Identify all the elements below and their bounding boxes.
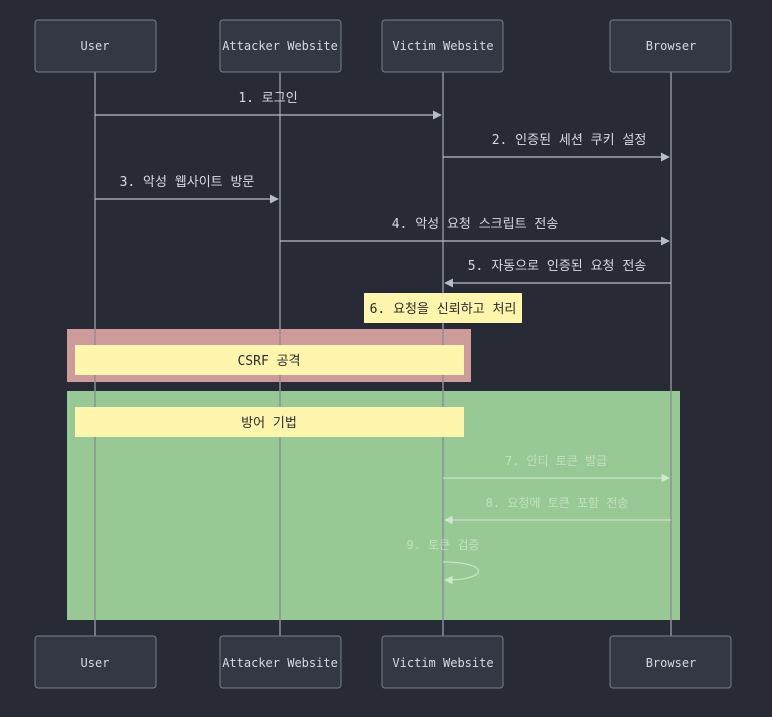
message-1-label: 1. 로그인 [238,91,297,106]
actor-victim-bottom: Victim Website [381,635,504,689]
actor-victim-label-bottom: Victim Website [392,656,493,670]
message-5-label: 5. 자동으로 인증된 요청 전송 [468,259,647,274]
actor-user-top: User [34,19,157,73]
process-note-box [364,293,522,323]
defense-note: 방어 기법 [241,416,297,431]
actor-browser-top: Browser [609,19,732,73]
actor-user-label: User [81,39,110,53]
message-3-label: 3. 악성 웹사이트 방문 [120,175,255,190]
defense-message-8-label: 8. 요청에 토큰 포함 전송 [486,496,629,510]
actor-browser-label: Browser [646,39,697,53]
actor-victim-top: Victim Website [381,19,504,73]
actor-attacker-label-bottom: Attacker Website [222,656,338,670]
message-2-label: 2. 인증된 세션 쿠키 설정 [492,133,647,148]
attack-note-box [75,345,464,375]
defense-note-box [75,407,464,437]
attack-note: CSRF 공격 [237,354,300,369]
process-note: 6. 요청을 신뢰하고 처리 [370,302,517,317]
message-4-label: 4. 악성 요청 스크립트 전송 [392,217,559,232]
actor-victim-label: Victim Website [392,39,493,53]
actor-browser-label-bottom: Browser [646,656,697,670]
defense-message-9-arrow [442,561,479,585]
defense-message-7-label: 7. 안티 토큰 발급 [505,454,607,468]
defense-message-9-label: 9. 토큰 검증 [406,538,479,552]
actor-attacker-bottom: Attacker Website [219,635,342,689]
actor-user-bottom: User [34,635,157,689]
actor-attacker-top: Attacker Website [219,19,342,73]
actor-attacker-label: Attacker Website [222,39,338,53]
actor-browser-bottom: Browser [609,635,732,689]
actor-user-label-bottom: User [81,656,110,670]
